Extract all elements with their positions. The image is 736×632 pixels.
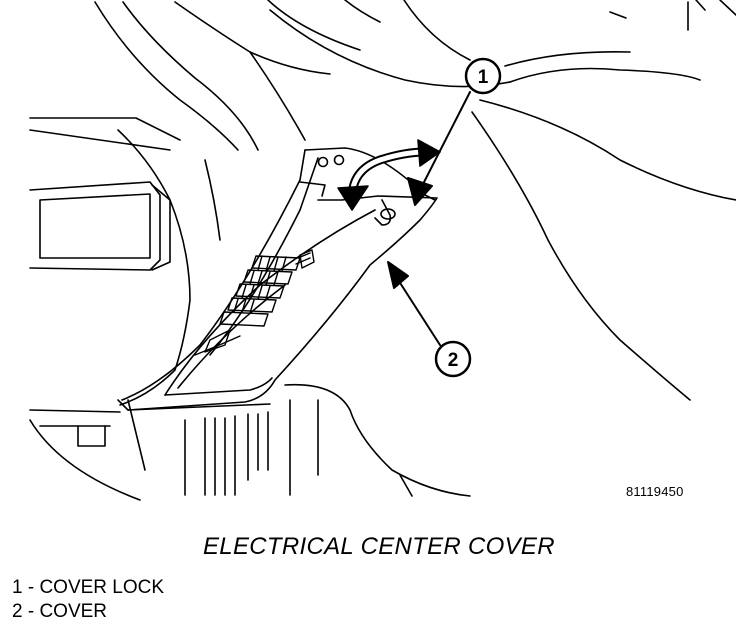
legend: 1 - COVER LOCK 2 - COVER	[12, 576, 164, 624]
callout-1-number: 1	[478, 67, 489, 88]
leader-lines	[387, 91, 471, 346]
legend-item-cover-lock: 1 - COVER LOCK	[12, 577, 165, 598]
figure-caption: ELECTRICAL CENTER COVER	[203, 533, 555, 560]
electrical-center	[121, 147, 436, 401]
fuse-block	[194, 249, 315, 356]
figure-id: 81119450	[626, 484, 684, 499]
floor-outline	[127, 383, 471, 497]
legend-item-cover: 2 - COVER	[12, 601, 108, 622]
kick-panel	[29, 129, 221, 501]
dashboard-outline	[29, 0, 736, 401]
rotation-arrow	[337, 139, 441, 211]
callout-2-number: 2	[448, 350, 459, 371]
callout-2: 2	[434, 340, 472, 378]
side-vent	[29, 181, 171, 271]
callout-1: 1	[464, 57, 502, 95]
